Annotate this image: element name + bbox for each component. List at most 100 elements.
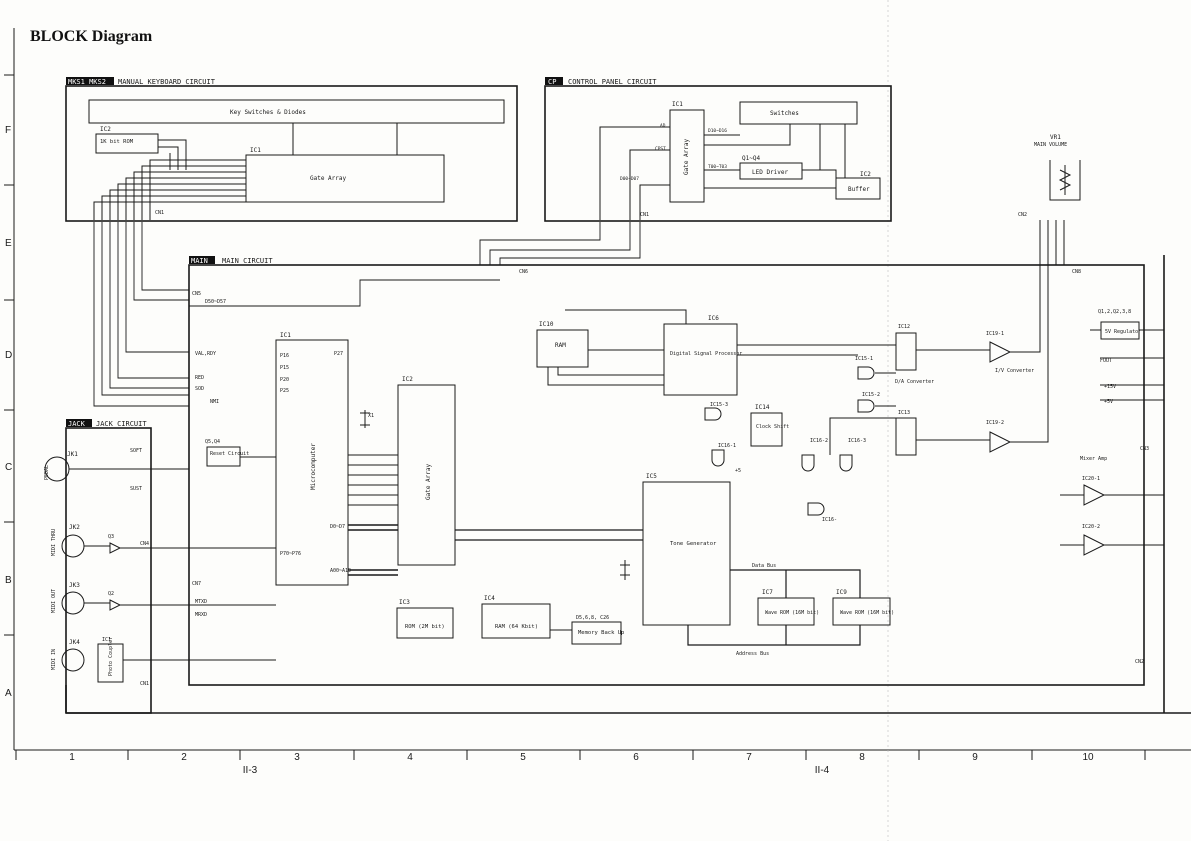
ic19-2-label: IC19-2 [986, 420, 1004, 426]
memory-backup-label: Memory Back Up [578, 630, 624, 636]
buffer-label: Buffer [848, 186, 870, 193]
val-rdy-label: VAL,RDY [195, 351, 216, 357]
cp-ic2-label: IC2 [860, 171, 871, 178]
sod-label: SOD [195, 386, 204, 392]
photo-coupler-block [97, 643, 124, 683]
page-ref: II-3 [243, 765, 258, 776]
column-label: 6 [633, 752, 639, 763]
kb-rom-label: 1K bit ROM [100, 139, 134, 145]
control-panel-box [544, 85, 892, 222]
ic15-1-label: IC15-1 [855, 356, 873, 362]
q2-buffer [109, 599, 122, 611]
plus15v-label: +15V [1104, 384, 1116, 390]
connector-label: CN7 [192, 581, 201, 587]
jk4-connector [61, 648, 85, 672]
t00-t03-label: T00~T03 [708, 164, 727, 170]
red-label: RED [195, 375, 204, 381]
ic9-label: IC9 [836, 589, 847, 596]
connector-labels: CN1 CN1 CN2 CN3 CN4 CN5 CN6 CN7 CN8 CN1 … [140, 210, 1149, 687]
cp-gate-array-block [669, 109, 705, 203]
wave-rom-ic7-label: Wave ROM (16M bit) [765, 610, 819, 616]
vr1-label: VR1 [1050, 134, 1061, 141]
connector-label: CN2 [1135, 659, 1144, 665]
key-switches-label: Key Switches & Diodes [230, 109, 306, 116]
kb-ic1-label: IC1 [250, 147, 261, 154]
clock-shift-label: Clock Shift [756, 424, 789, 430]
connector-label: CN3 [1140, 446, 1149, 452]
ad-label: AD [660, 123, 666, 129]
main-circuit-box [188, 264, 1145, 686]
jack-title: JACK CIRCUIT [96, 420, 147, 428]
switches-label: Switches [770, 110, 799, 117]
midi-thru-label: MIDI THRU [51, 529, 57, 556]
jk3-label: JK3 [69, 582, 80, 589]
rom-ic3-block [396, 607, 454, 639]
column-label: 10 [1082, 752, 1094, 763]
mrxd-label: MRXD [195, 612, 207, 618]
ic7-label: IC7 [762, 589, 773, 596]
ic16-label: IC16- [822, 517, 837, 523]
clock-shift-block [750, 412, 783, 447]
ic4-label: IC4 [484, 595, 495, 602]
pedal-label: PEDAL [44, 465, 50, 480]
connector-label: CN2 [1018, 212, 1027, 218]
gate-ic15-1 [857, 366, 875, 380]
connector-label: CN8 [1072, 269, 1081, 275]
da-converter-label: D/A Converter [895, 379, 934, 385]
switches-block [739, 101, 858, 125]
interconnect-wires [93, 222, 641, 407]
column-label: 8 [859, 752, 865, 763]
gate-ic15-2 [857, 399, 875, 413]
ic16-3-label: IC16-3 [848, 438, 866, 444]
ic15-2-label: IC15-2 [862, 392, 880, 398]
row-label: C [5, 462, 12, 473]
column-label: 9 [972, 752, 978, 763]
d50-d57-label: D50~D57 [205, 299, 226, 305]
ic16-2-label: IC16-2 [810, 438, 828, 444]
ic3-label: IC3 [399, 599, 410, 606]
iv-converter-label: I/V Converter [995, 368, 1034, 374]
dsp-block [663, 323, 738, 396]
opamp-ic19-1 [989, 341, 1012, 363]
ic20-1-label: IC20-1 [1082, 476, 1100, 482]
ic12-block [895, 332, 917, 371]
p70-p76-label: P70~P76 [280, 551, 301, 557]
d0-d7-label: D0~D7 [330, 524, 345, 530]
ic10-label: IC10 [539, 321, 554, 328]
data-bus-label: Data Bus [752, 563, 776, 569]
opamp-ic19-2 [989, 431, 1012, 453]
column-label: 4 [407, 752, 413, 763]
p27-label: P27 [334, 351, 343, 357]
ic19-1-label: IC19-1 [986, 331, 1004, 337]
p16-label: P16 [280, 353, 289, 359]
reset-q-label: Q5,Q4 [205, 439, 220, 445]
kb-ic2-label: IC2 [100, 126, 111, 133]
p25-label: P25 [280, 388, 289, 394]
ic13-block [895, 417, 917, 456]
tone-generator-block [642, 481, 731, 626]
column-ticks [15, 750, 1146, 760]
d10-d16-label: D10~D16 [708, 128, 727, 134]
regulator-q-label: Q1,2,Q2,3,8 [1098, 309, 1131, 315]
led-driver-block [739, 162, 803, 180]
main-tag: MAIN [191, 257, 208, 265]
address-bus-label: Address Bus [736, 651, 769, 657]
main-volume-label: MAIN VOLUME [1034, 142, 1067, 148]
main-gate-array-label: Gate Array [425, 463, 432, 500]
connector-label: CN1 [155, 210, 164, 216]
page-title: BLOCK Diagram [30, 28, 153, 45]
microcomputer-block [275, 339, 349, 586]
x1-label: X1 [368, 413, 374, 419]
gate-ic16-3 [839, 454, 853, 472]
control-tag: CP [548, 78, 556, 86]
photo-coupler-label: Photo Coupler [108, 637, 114, 676]
main-signal-labels: D50~D57 VAL,RDY RED SOD NMI SOFT SUST MT… [130, 299, 741, 618]
jack-ic1-label: IC1 [102, 637, 111, 643]
row-label: F [5, 125, 11, 136]
d00-d07-label: D00~D07 [620, 176, 639, 182]
a00-a19-label: A00~A19 [330, 568, 351, 574]
gate-ic16-2 [801, 454, 815, 472]
connector-label: CN1 [140, 681, 149, 687]
gate-ic15-3 [704, 407, 722, 421]
